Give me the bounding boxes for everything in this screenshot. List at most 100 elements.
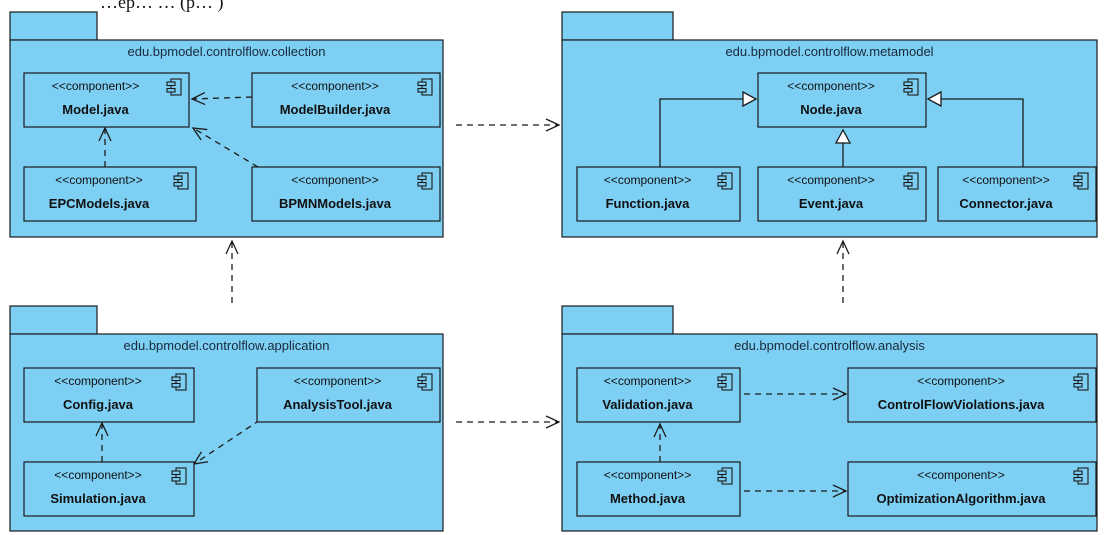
arrowhead-triangle — [926, 90, 942, 108]
generalization-event-to-node — [834, 128, 852, 167]
component-icon — [171, 373, 187, 391]
component-name: Node.java — [800, 102, 862, 117]
component-name: Model.java — [62, 102, 129, 117]
arrowhead-open — [191, 127, 208, 141]
arrowhead-open — [653, 422, 667, 438]
component-stereotype: <<component>> — [291, 173, 378, 187]
package-title: edu.bpmodel.controlflow.analysis — [734, 338, 925, 353]
component-icon — [417, 78, 433, 96]
component-validation[interactable]: <<component>>Validation.java — [576, 367, 741, 423]
component-simulation[interactable]: <<component>>Simulation.java — [23, 461, 195, 517]
arrowhead-open — [832, 484, 848, 498]
component-box[interactable] — [576, 166, 741, 222]
component-box[interactable] — [757, 166, 927, 222]
component-bpmnmodels[interactable]: <<component>> BPMNModels.java — [251, 166, 441, 222]
dependency-line — [192, 127, 259, 168]
dependency-modelbuilder-to-model — [190, 91, 253, 106]
component-name: EPCModels.java — [49, 196, 150, 211]
dependency-epcmodels-to-model — [98, 126, 112, 167]
component-stereotype: <<component>> — [604, 374, 691, 388]
component-icon — [1073, 172, 1089, 190]
component-stereotype: <<component>> — [52, 79, 139, 93]
component-name: Function.java — [606, 196, 691, 211]
component-name: Config.java — [63, 397, 134, 412]
component-function[interactable]: <<component>> Function.java — [576, 166, 741, 222]
component-box[interactable] — [256, 367, 441, 423]
component-stereotype: <<component>> — [604, 468, 691, 482]
component-box[interactable] — [23, 72, 190, 128]
generalization-line — [659, 98, 743, 167]
package-title: edu.bpmodel.controlflow.collection — [127, 44, 325, 59]
component-box[interactable] — [937, 166, 1097, 222]
component-name: OptimizationAlgorithm.java — [876, 491, 1046, 506]
component-icon — [173, 172, 189, 190]
component-controlflowviolations[interactable]: <<component>> ControlFlowViolations.java — [847, 367, 1097, 423]
arrowhead-open — [545, 118, 561, 132]
dependency-application-to-analysis — [456, 415, 561, 429]
component-epcmodels[interactable]: <<component>> EPCModels.java — [23, 166, 197, 222]
component-stereotype: <<component>> — [917, 468, 1004, 482]
component-box[interactable] — [847, 461, 1097, 517]
component-icon — [1073, 467, 1089, 485]
component-connector[interactable]: <<component>>Connector.java — [937, 166, 1097, 222]
component-icon — [903, 172, 919, 190]
dependency-bpmnmodels-to-model — [191, 127, 259, 168]
component-name: ModelBuilder.java — [280, 102, 391, 117]
component-icon — [417, 373, 433, 391]
component-box[interactable] — [757, 72, 927, 128]
component-name: AnalysisTool.java — [283, 397, 393, 412]
component-event[interactable]: <<component>>Event.java — [757, 166, 927, 222]
arrowhead-open — [225, 239, 239, 255]
component-name: Connector.java — [959, 196, 1053, 211]
component-box[interactable] — [251, 166, 441, 222]
component-box[interactable] — [576, 461, 741, 517]
package-tab — [9, 305, 98, 335]
generalization-connector-to-node — [926, 90, 1024, 167]
component-icon — [903, 78, 919, 96]
component-icon — [166, 78, 182, 96]
dependency-application-to-collection — [225, 239, 239, 303]
component-optimizationalgorithm[interactable]: <<component>> OptimizationAlgorithm.java — [847, 461, 1097, 517]
dependency-line — [193, 419, 261, 465]
component-name: Method.java — [610, 491, 686, 506]
component-name: BPMNModels.java — [279, 196, 392, 211]
generalization-line — [941, 98, 1024, 167]
component-icon — [417, 172, 433, 190]
dependency-validation-to-controlflowviolations — [744, 387, 848, 401]
component-box[interactable] — [23, 166, 197, 222]
component-box[interactable] — [23, 367, 195, 423]
component-stereotype: <<component>> — [54, 374, 141, 388]
arrowhead-open — [832, 387, 848, 401]
component-stereotype: <<component>> — [55, 173, 142, 187]
dependency-simulation-to-config — [95, 421, 109, 462]
package-title: edu.bpmodel.controlflow.application — [124, 338, 330, 353]
component-stereotype: <<component>> — [917, 374, 1004, 388]
component-icon — [1073, 373, 1089, 391]
package-tab — [561, 11, 674, 41]
package-title: edu.bpmodel.controlflow.metamodel — [725, 44, 933, 59]
component-stereotype: <<component>> — [604, 173, 691, 187]
component-name: Simulation.java — [50, 491, 146, 506]
component-model[interactable]: <<component>> Model.java — [23, 72, 190, 128]
component-stereotype: <<component>> — [291, 79, 378, 93]
component-modelbuilder[interactable]: <<component>> ModelBuilder.java — [251, 72, 441, 128]
component-icon — [717, 467, 733, 485]
component-stereotype: <<component>> — [294, 374, 381, 388]
arrowhead-open — [95, 421, 109, 437]
package-tab — [561, 305, 674, 335]
component-box[interactable] — [251, 72, 441, 128]
component-box[interactable] — [576, 367, 741, 423]
component-stereotype: <<component>> — [787, 173, 874, 187]
package-tab — [9, 11, 98, 41]
component-config[interactable]: <<component>> Config.java — [23, 367, 195, 423]
component-box[interactable] — [847, 367, 1097, 423]
component-name: ControlFlowViolations.java — [878, 397, 1045, 412]
component-method[interactable]: <<component>> Method.java — [576, 461, 741, 517]
component-icon — [717, 172, 733, 190]
arrowhead-open — [190, 91, 206, 106]
arrowhead-open — [545, 415, 561, 429]
component-box[interactable] — [23, 461, 195, 517]
component-icon — [717, 373, 733, 391]
component-node[interactable]: <<component>>Node.java — [757, 72, 927, 128]
component-analysistool[interactable]: <<component>> AnalysisTool.java — [256, 367, 441, 423]
